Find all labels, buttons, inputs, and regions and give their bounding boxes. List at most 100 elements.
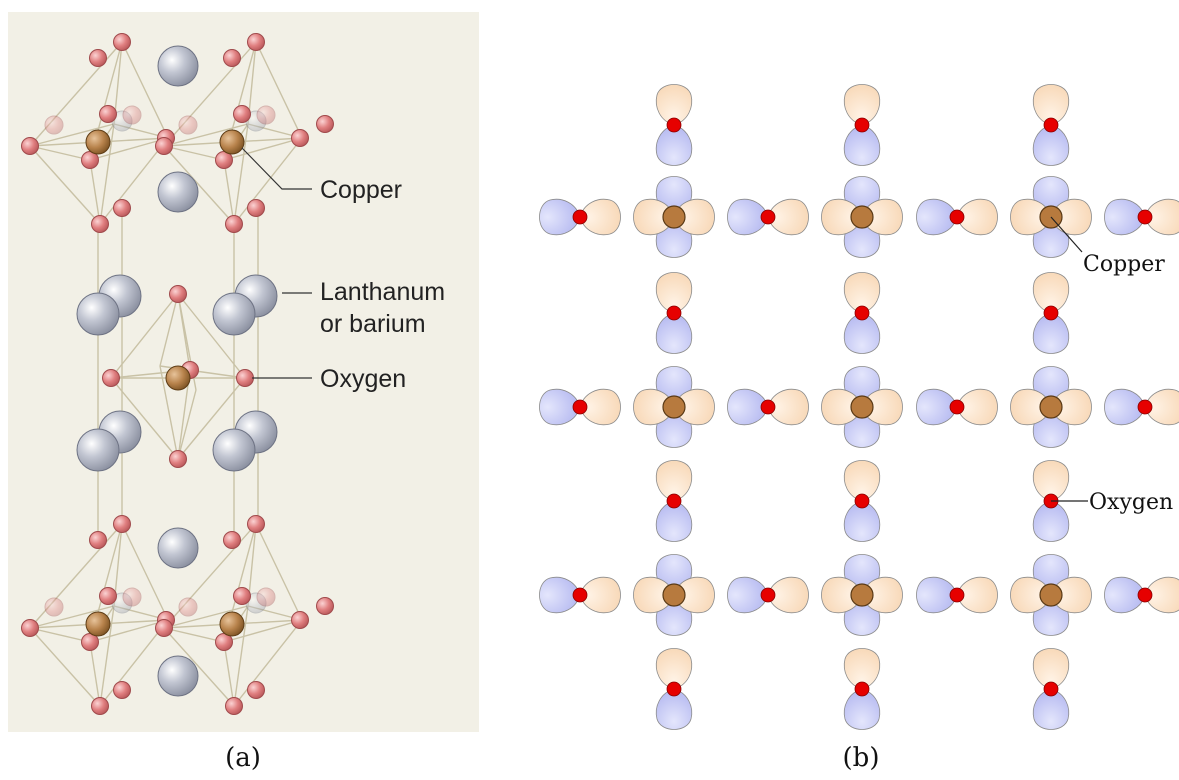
- oxygen-atom-b: [666, 681, 682, 697]
- oxygen-atom: [247, 199, 265, 217]
- orbital-lobe-blue: [655, 500, 693, 542]
- bond-line: [99, 137, 169, 225]
- oxygen-atom: [236, 369, 254, 387]
- barium-label: or barium: [320, 310, 426, 338]
- oxygen-site: [916, 388, 998, 426]
- oxygen-site: [655, 84, 693, 166]
- orbital-lobe-orange: [843, 272, 881, 314]
- oxygen-site: [1104, 388, 1179, 426]
- bond-line: [163, 627, 235, 707]
- orbital-lobe-orange: [1032, 272, 1070, 314]
- oxygen-atom: [247, 515, 265, 533]
- orbital-lobe-blue: [1032, 500, 1070, 542]
- copper-leader-line-b: [1050, 216, 1083, 253]
- copper-label-b: Copper: [1083, 252, 1165, 277]
- orbital-lattice: [539, 84, 1179, 730]
- oxygen-atom: [89, 49, 107, 67]
- orbital-lobe-blue: [727, 198, 769, 236]
- oxygen-atom: [113, 33, 131, 51]
- oxygen-atom: [21, 137, 39, 155]
- oxygen-atom: [89, 531, 107, 549]
- oxygen-atom-b: [572, 587, 588, 603]
- bond-line: [223, 641, 235, 707]
- oxygen-atom: [223, 531, 241, 549]
- copper-atom: [85, 129, 111, 155]
- oxygen-label-b: Oxygen: [1089, 490, 1173, 515]
- oxygen-atom: [91, 697, 109, 715]
- bond-line: [163, 627, 225, 643]
- oxygen-atom-b: [666, 493, 682, 509]
- oxygen-atom-b: [1137, 209, 1153, 225]
- lanthanum-atom: [157, 45, 199, 87]
- bond-line: [29, 627, 91, 643]
- orbital-lobe-orange: [821, 388, 863, 426]
- oxygen-atom-b: [572, 399, 588, 415]
- bond-line: [163, 145, 225, 161]
- oxygen-atom: [247, 681, 265, 699]
- oxygen-atom: [102, 369, 120, 387]
- oxygen-atom-b: [854, 117, 870, 133]
- oxygen-site: [843, 648, 881, 730]
- lanthanum-atom: [157, 527, 199, 569]
- bond-line: [255, 523, 303, 621]
- orbital-lobe-blue: [916, 576, 958, 614]
- oxygen-atom: [225, 215, 243, 233]
- bond-line: [29, 605, 115, 629]
- orbital-lobe-blue: [539, 198, 581, 236]
- orbital-lobe-orange: [655, 460, 693, 502]
- orbital-lobe-blue: [1104, 198, 1146, 236]
- bond-line: [223, 619, 303, 643]
- oxygen-atom-b: [1137, 399, 1153, 415]
- bond-line: [233, 137, 303, 225]
- oxygen-atom: [169, 450, 187, 468]
- orbital-lobe-blue: [1032, 124, 1070, 166]
- oxygen-atom-b: [760, 209, 776, 225]
- oxygen-site: [1032, 272, 1070, 354]
- oxygen-atom-b: [949, 587, 965, 603]
- oxygen-site: [727, 576, 809, 614]
- orbital-lobe-orange: [633, 576, 675, 614]
- copper-site: [1010, 366, 1092, 448]
- oxygen-atom: [122, 105, 142, 125]
- oxygen-atom: [225, 697, 243, 715]
- copper-atom: [219, 611, 245, 637]
- oxygen-atom: [291, 129, 309, 147]
- oxygen-site: [655, 460, 693, 542]
- oxygen-atom: [21, 619, 39, 637]
- bond-line: [177, 389, 197, 460]
- copper-site: [633, 366, 715, 448]
- lanthanum-atom: [157, 171, 199, 213]
- lanthanum-atom: [76, 428, 120, 472]
- orbital-lobe-blue: [843, 688, 881, 730]
- oxygen-atom: [44, 597, 64, 617]
- oxygen-site: [1032, 460, 1070, 542]
- oxygen-atom: [291, 611, 309, 629]
- oxygen-site: [539, 388, 621, 426]
- copper-site: [821, 554, 903, 636]
- orbital-lobe-blue: [843, 500, 881, 542]
- copper-atom-b: [1039, 395, 1063, 419]
- oxygen-site: [539, 576, 621, 614]
- oxygen-atom: [155, 619, 173, 637]
- copper-atom-b: [850, 395, 874, 419]
- orbital-lobe-orange: [843, 460, 881, 502]
- orbital-lobe-orange: [1010, 388, 1052, 426]
- orbital-lobe-blue: [1032, 688, 1070, 730]
- bond-line: [89, 641, 101, 707]
- copper-atom-b: [662, 395, 686, 419]
- orbital-lobe-blue: [843, 312, 881, 354]
- orbital-lobe-blue: [1104, 388, 1146, 426]
- oxygen-site: [843, 460, 881, 542]
- oxygen-label: Oxygen: [320, 365, 406, 393]
- orbital-lobe-orange: [673, 576, 715, 614]
- orbital-lobe-blue: [1104, 576, 1146, 614]
- copper-label: Copper: [320, 176, 402, 204]
- bond-line: [223, 137, 303, 161]
- bond-line: [177, 293, 191, 371]
- oxygen-site: [539, 198, 621, 236]
- orbital-lobe-orange: [673, 198, 715, 236]
- oxygen-atom: [247, 33, 265, 51]
- copper-atom: [165, 365, 191, 391]
- orbital-lobe-orange: [1010, 198, 1052, 236]
